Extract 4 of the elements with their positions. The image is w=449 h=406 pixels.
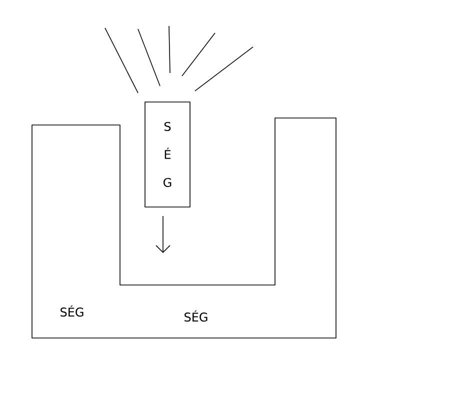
shape-label: SÉG [184,310,208,322]
vertical-label-box: S É G [144,102,190,208]
shape-label: SÉG [60,305,84,317]
u-shaped-outline [32,118,336,338]
